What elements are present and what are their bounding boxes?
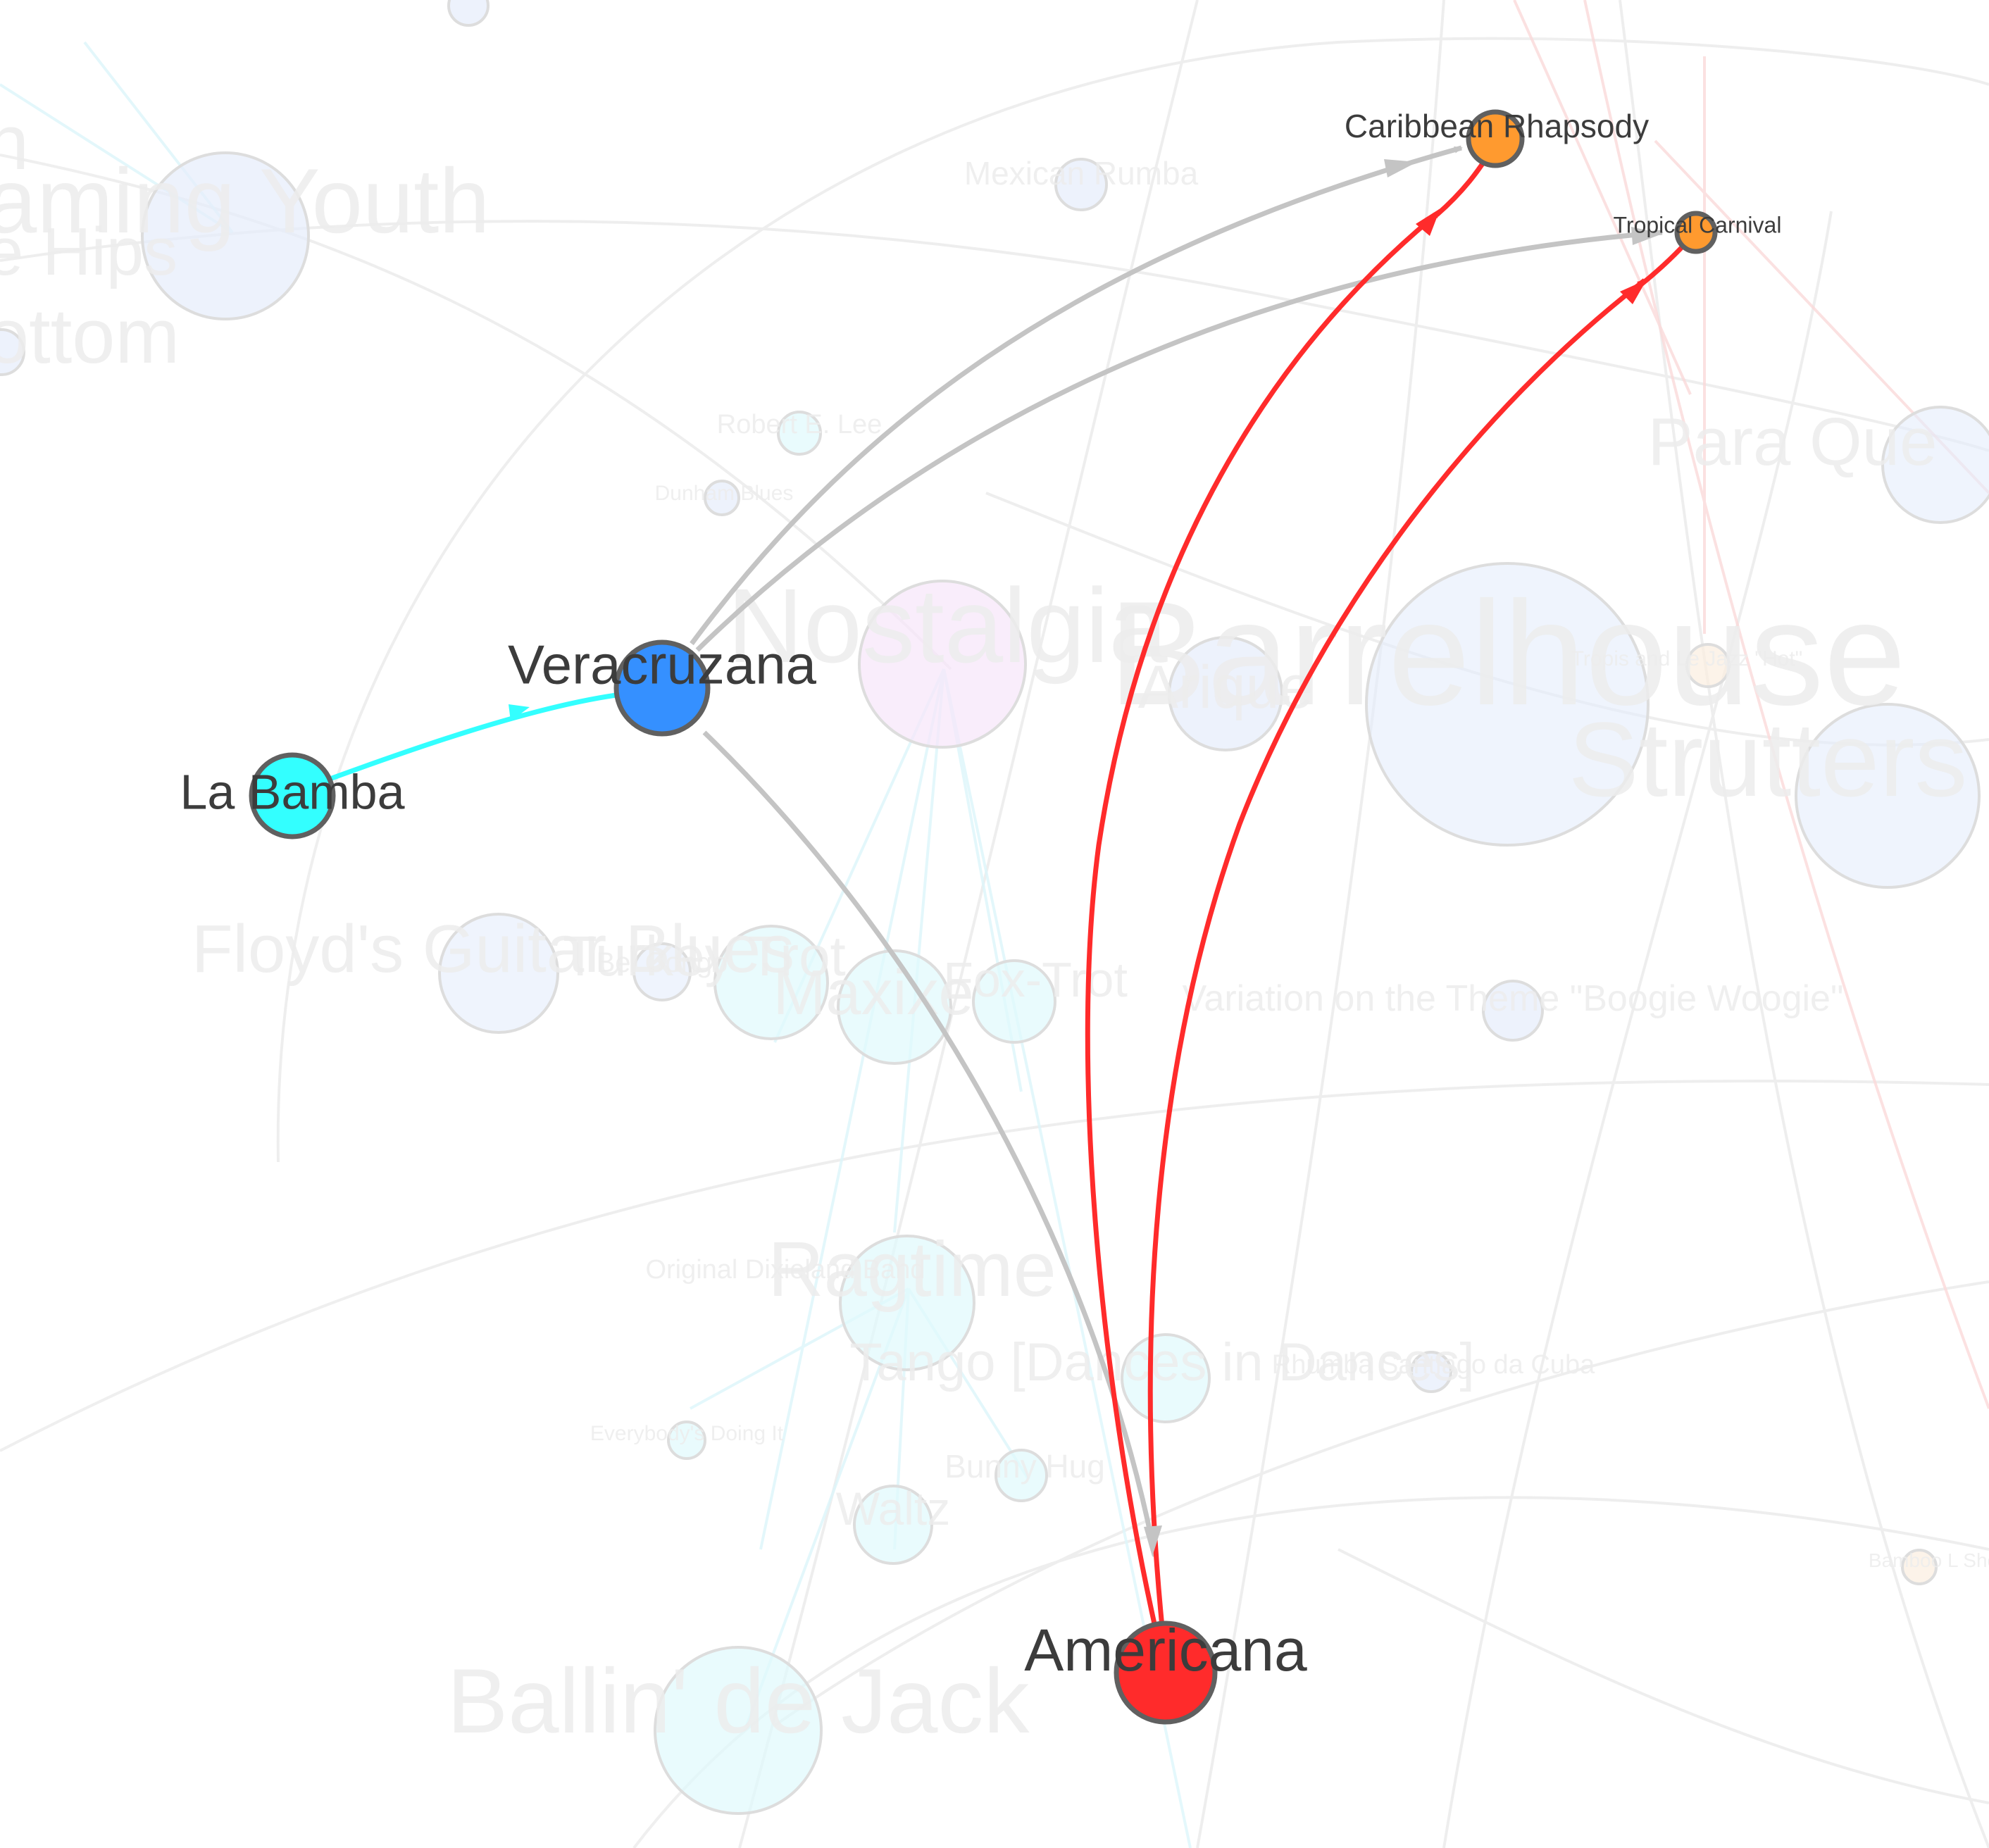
bg-node-robert-e-lee (777, 411, 822, 456)
bg-label-turkey-trot: Turkey Trot (563, 925, 846, 987)
edge-americana-to-caribbean-rhapsody[interactable] (1085, 209, 1442, 1628)
bg-node-maxixe (837, 949, 952, 1065)
bg-node-para-que (1881, 406, 1989, 524)
bg-label-arique: Arique (1138, 654, 1314, 721)
bg-label-rhumba: Rhumba Santiago da Cuba (1272, 1350, 1595, 1380)
label-veracruzana: Veracruzana (508, 634, 817, 696)
bg-label-bunny-hug: Bunny Hug (944, 1448, 1105, 1485)
node-veracruzana[interactable] (613, 639, 711, 737)
label-caribbean-rhapsody: Caribbean Rhapsody (1345, 108, 1649, 144)
bg-node-everybodys-doing-it (667, 1421, 706, 1460)
bg-node-ballin-de-jack (654, 1646, 823, 1815)
bg-label-original-dixieland: Original Dixieland Band (645, 1255, 925, 1285)
bg-label-floyds-guitar-blues: Floyd's Guitar Blues (192, 911, 794, 987)
bg-node-strutters (1795, 703, 1981, 889)
edge-americana-to-tropical-carnival[interactable] (1147, 278, 1647, 1628)
edge-la-bamba-to-veracruzana[interactable] (317, 692, 617, 786)
bg-node-variation (1482, 980, 1544, 1042)
arrowhead-americana-caribbean (1416, 208, 1440, 236)
bg-node-bottom (0, 328, 25, 376)
bg-label-everybodys-doing-it: Everybody's Doing It (590, 1422, 784, 1445)
node-la-bamba[interactable] (249, 752, 336, 839)
bg-node-bunny-hug (994, 1449, 1048, 1502)
background-labels: aming Youth e Hips ottom h Mexican Rumba… (0, 99, 1989, 1752)
bg-node-arique (1168, 636, 1283, 751)
edge-veracruzana-to-tropical-carnival[interactable] (695, 229, 1664, 652)
bg-label-nostalgia: Nostalgia (727, 566, 1168, 685)
edge-veracruzana-to-americana[interactable] (702, 730, 1158, 1558)
edge-veracruzana-to-caribbean-rhapsody[interactable] (690, 145, 1463, 646)
bg-node-bamboo (1901, 1549, 1938, 1585)
bg-node-barrelhouse (1365, 562, 1650, 847)
bg-node-turkey-trot (713, 925, 829, 1040)
bg-label-fox-trot: Fox-Trot (943, 952, 1128, 1007)
bg-label-mexican-rumba: Mexican Rumba (964, 155, 1199, 192)
node-caribbean-rhapsody[interactable] (1466, 109, 1525, 168)
label-la-bamba: La Bamba (180, 764, 404, 819)
arrowhead-americana-tropical (1620, 280, 1647, 304)
label-americana: Americana (1024, 1617, 1307, 1683)
bg-node-mexican-rumba (1054, 158, 1108, 211)
bg-node-tango (1121, 1333, 1211, 1423)
bg-label-maxixe: Maxixe (773, 958, 973, 1028)
arrowhead-la-bamba-veracruzana (509, 704, 530, 721)
bg-label-barrelhouse: Barrelhouse (1109, 570, 1906, 736)
bg-label-ragtime: Ragtime (768, 1226, 1056, 1313)
bg-label-strutters: Strutters (1569, 700, 1968, 818)
bg-node-ragtime (839, 1235, 975, 1371)
bg-node-tropis (1685, 643, 1731, 688)
arrowhead-veracruzana-caribbean (1384, 159, 1417, 177)
arrowhead-veracruzana-tropical (1631, 227, 1662, 245)
highlighted-edges (317, 145, 1691, 1628)
bg-label-hips: e Hips (0, 214, 177, 289)
edge-caribbean-rhapsody-tail (1435, 157, 1488, 217)
bg-label-bamboo: Bamboo L Sho (1869, 1549, 1989, 1571)
node-tropical-carnival[interactable] (1674, 211, 1718, 254)
arrowhead-veracruzana-americana (1144, 1525, 1162, 1556)
label-tropical-carnival: Tropical Carnival (1614, 212, 1782, 237)
edge-arrowheads (509, 159, 1662, 1556)
bg-node-floyds-guitar-blues (438, 913, 559, 1034)
bg-label-bottom: ottom (0, 293, 180, 380)
node-americana[interactable] (1114, 1621, 1218, 1725)
bg-label-h: h (0, 99, 29, 186)
bg-label-tropis: Tropis and Le Jazz "Hot" (1571, 647, 1803, 670)
bg-node-fox-trot (972, 959, 1056, 1044)
bg-label-tango: Tango [Dances in Dances] (849, 1332, 1474, 1392)
bg-label-dunham-blues: Dunham Blues (655, 482, 794, 505)
bg-label-robert-e-lee: Robert E. Lee (717, 410, 882, 439)
bg-node-flaming-youth (141, 151, 310, 320)
highlighted-nodes (249, 109, 1718, 1725)
bg-node-rhumba (1410, 1351, 1452, 1393)
bg-label-bel-congo: Bel Congo (597, 947, 728, 978)
highlighted-labels: La Bamba Veracruzana Americana Caribbean… (180, 108, 1781, 1683)
bg-node-bel-congo (632, 942, 692, 1001)
bg-node-waltz (853, 1485, 933, 1565)
bg-node-dunham-blues (704, 480, 740, 516)
bg-node-top (447, 0, 490, 27)
bg-label-flaming-youth: aming Youth (0, 149, 490, 252)
bg-node-nostalgia (858, 580, 1027, 749)
bg-label-para-que: Para Que (1648, 404, 1938, 480)
bg-label-variation: Variation on the Theme "Boogie Woogie" (1183, 978, 1844, 1019)
bg-label-ballin-de-jack: Ballin' de Jack (447, 1649, 1030, 1752)
bg-label-waltz: Waltz (836, 1482, 951, 1535)
